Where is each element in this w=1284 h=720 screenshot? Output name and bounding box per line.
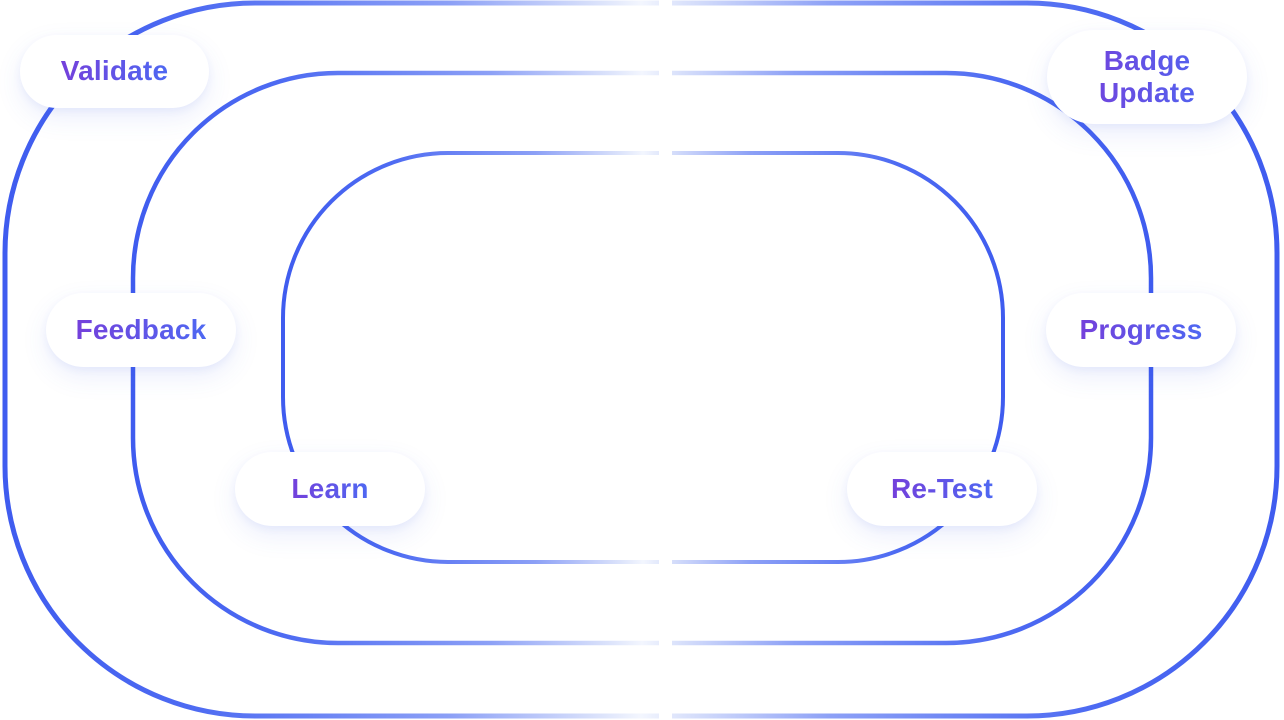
ring-inner	[281, 151, 1005, 564]
ring-center-gap	[659, 0, 672, 720]
node-re-test-label: Re-Test	[890, 472, 993, 504]
node-feedback-label: Feedback	[75, 313, 207, 345]
node-learn: Learn	[235, 452, 425, 526]
node-badge-update-label: Badge Update	[1073, 45, 1221, 109]
node-feedback: Feedback	[46, 293, 236, 367]
node-progress: Progress	[1046, 293, 1236, 367]
node-progress-label: Progress	[1079, 313, 1203, 345]
node-validate: Validate	[20, 35, 209, 108]
node-re-test: Re-Test	[847, 452, 1037, 526]
node-badge-update: Badge Update	[1047, 30, 1247, 124]
ring-middle	[130, 70, 1154, 646]
node-validate-label: Validate	[60, 55, 169, 87]
node-learn-label: Learn	[291, 472, 369, 504]
